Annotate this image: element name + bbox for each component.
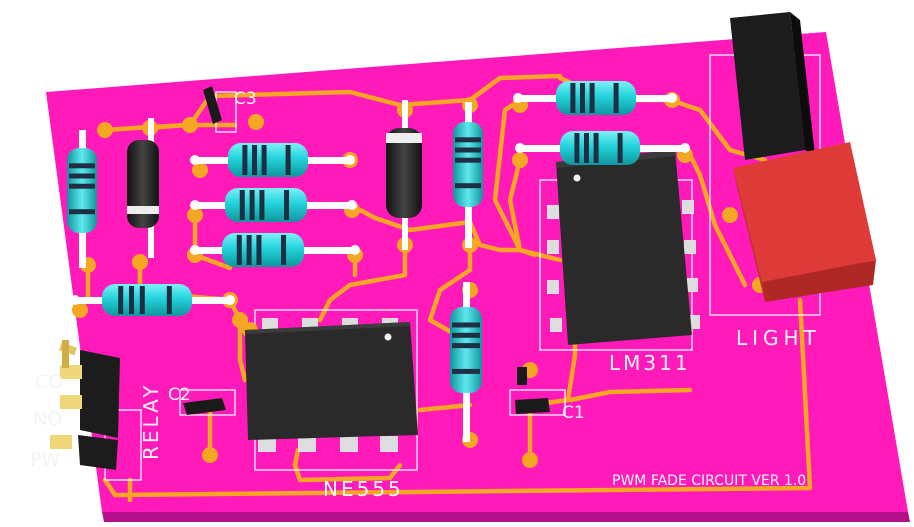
ic-pin [258, 436, 276, 452]
resistor-vertical [453, 102, 483, 248]
color-band [69, 163, 95, 169]
color-band [455, 183, 481, 189]
capacitor-c1 [515, 398, 550, 414]
pin1-dot [384, 333, 392, 341]
header-body [80, 350, 120, 438]
resistor-horizontal [70, 284, 235, 316]
color-band [455, 157, 481, 163]
ic-pin [380, 436, 398, 452]
color-band [285, 145, 291, 175]
color-band [580, 83, 585, 113]
color-band [129, 286, 134, 314]
color-band [455, 137, 481, 143]
ic-pin [298, 436, 316, 452]
color-band [574, 133, 580, 163]
ic-body [556, 150, 692, 345]
color-band [452, 332, 480, 338]
ic-lm311 [547, 150, 700, 345]
pcb-edge [102, 512, 910, 522]
resistor-horizontal [190, 188, 357, 222]
capacitor-c3 [203, 86, 222, 124]
color-band [69, 173, 95, 179]
header-body [78, 435, 118, 470]
color-band [261, 145, 267, 175]
resistor-horizontal [513, 81, 677, 115]
color-band [613, 83, 619, 113]
label-ne555: NE555 [323, 477, 404, 501]
color-band [118, 286, 124, 314]
label-c3: C3 [234, 89, 257, 109]
label-relay: RELAY [139, 383, 163, 460]
resistor-horizontal [190, 233, 360, 267]
color-band [584, 133, 589, 163]
color-band [452, 343, 480, 349]
color-band [589, 83, 595, 113]
ldr-sensor [730, 12, 876, 302]
color-band [455, 147, 481, 153]
relay-header [50, 340, 120, 470]
ic-pin [340, 436, 358, 452]
color-band [452, 322, 480, 328]
color-band [249, 190, 255, 220]
color-band [259, 190, 265, 220]
color-band [593, 133, 599, 163]
diode-d1 [127, 118, 159, 258]
label-lm311: LM311 [609, 351, 691, 375]
ic-ne555 [245, 318, 418, 452]
ldr-holder [730, 12, 805, 160]
label-pw: PW [30, 449, 60, 471]
cathode-band [386, 133, 422, 143]
color-band [139, 286, 145, 314]
color-band [242, 145, 248, 175]
label-light: LIGHT [736, 326, 821, 350]
color-band [69, 183, 95, 189]
diode-d2 [386, 100, 422, 250]
board-title: PWM FADE CIRCUIT VER 1.0 [612, 473, 806, 489]
color-band [166, 286, 172, 314]
resistor-horizontal [190, 143, 355, 177]
color-band [252, 145, 257, 175]
capacitor-c2 [183, 398, 226, 415]
silkscreen-labels: C3 C2 C1 NE555 LM311 LIGHT RELAY CO NO P… [30, 89, 821, 501]
color-band [617, 133, 623, 163]
capacitors [183, 86, 550, 415]
color-band [284, 190, 290, 220]
ic-body [245, 322, 418, 440]
label-c1: C1 [562, 403, 585, 423]
pin1-dot [573, 174, 581, 182]
color-band [236, 235, 242, 265]
color-band [570, 83, 576, 113]
label-no: NO [33, 408, 62, 430]
color-band [69, 209, 95, 215]
label-co: CO [35, 371, 63, 393]
ldr-head-top [733, 142, 876, 282]
cathode-band [127, 206, 159, 214]
label-c2: C2 [168, 385, 191, 405]
resistor-horizontal [515, 131, 690, 165]
color-band [256, 235, 262, 265]
color-band [281, 235, 287, 265]
ic-pin [262, 318, 278, 332]
resistors [67, 81, 690, 442]
resistor-vertical [450, 282, 482, 442]
color-band [452, 368, 480, 374]
color-band [246, 235, 252, 265]
color-band [239, 190, 245, 220]
resistor-vertical [67, 130, 97, 268]
